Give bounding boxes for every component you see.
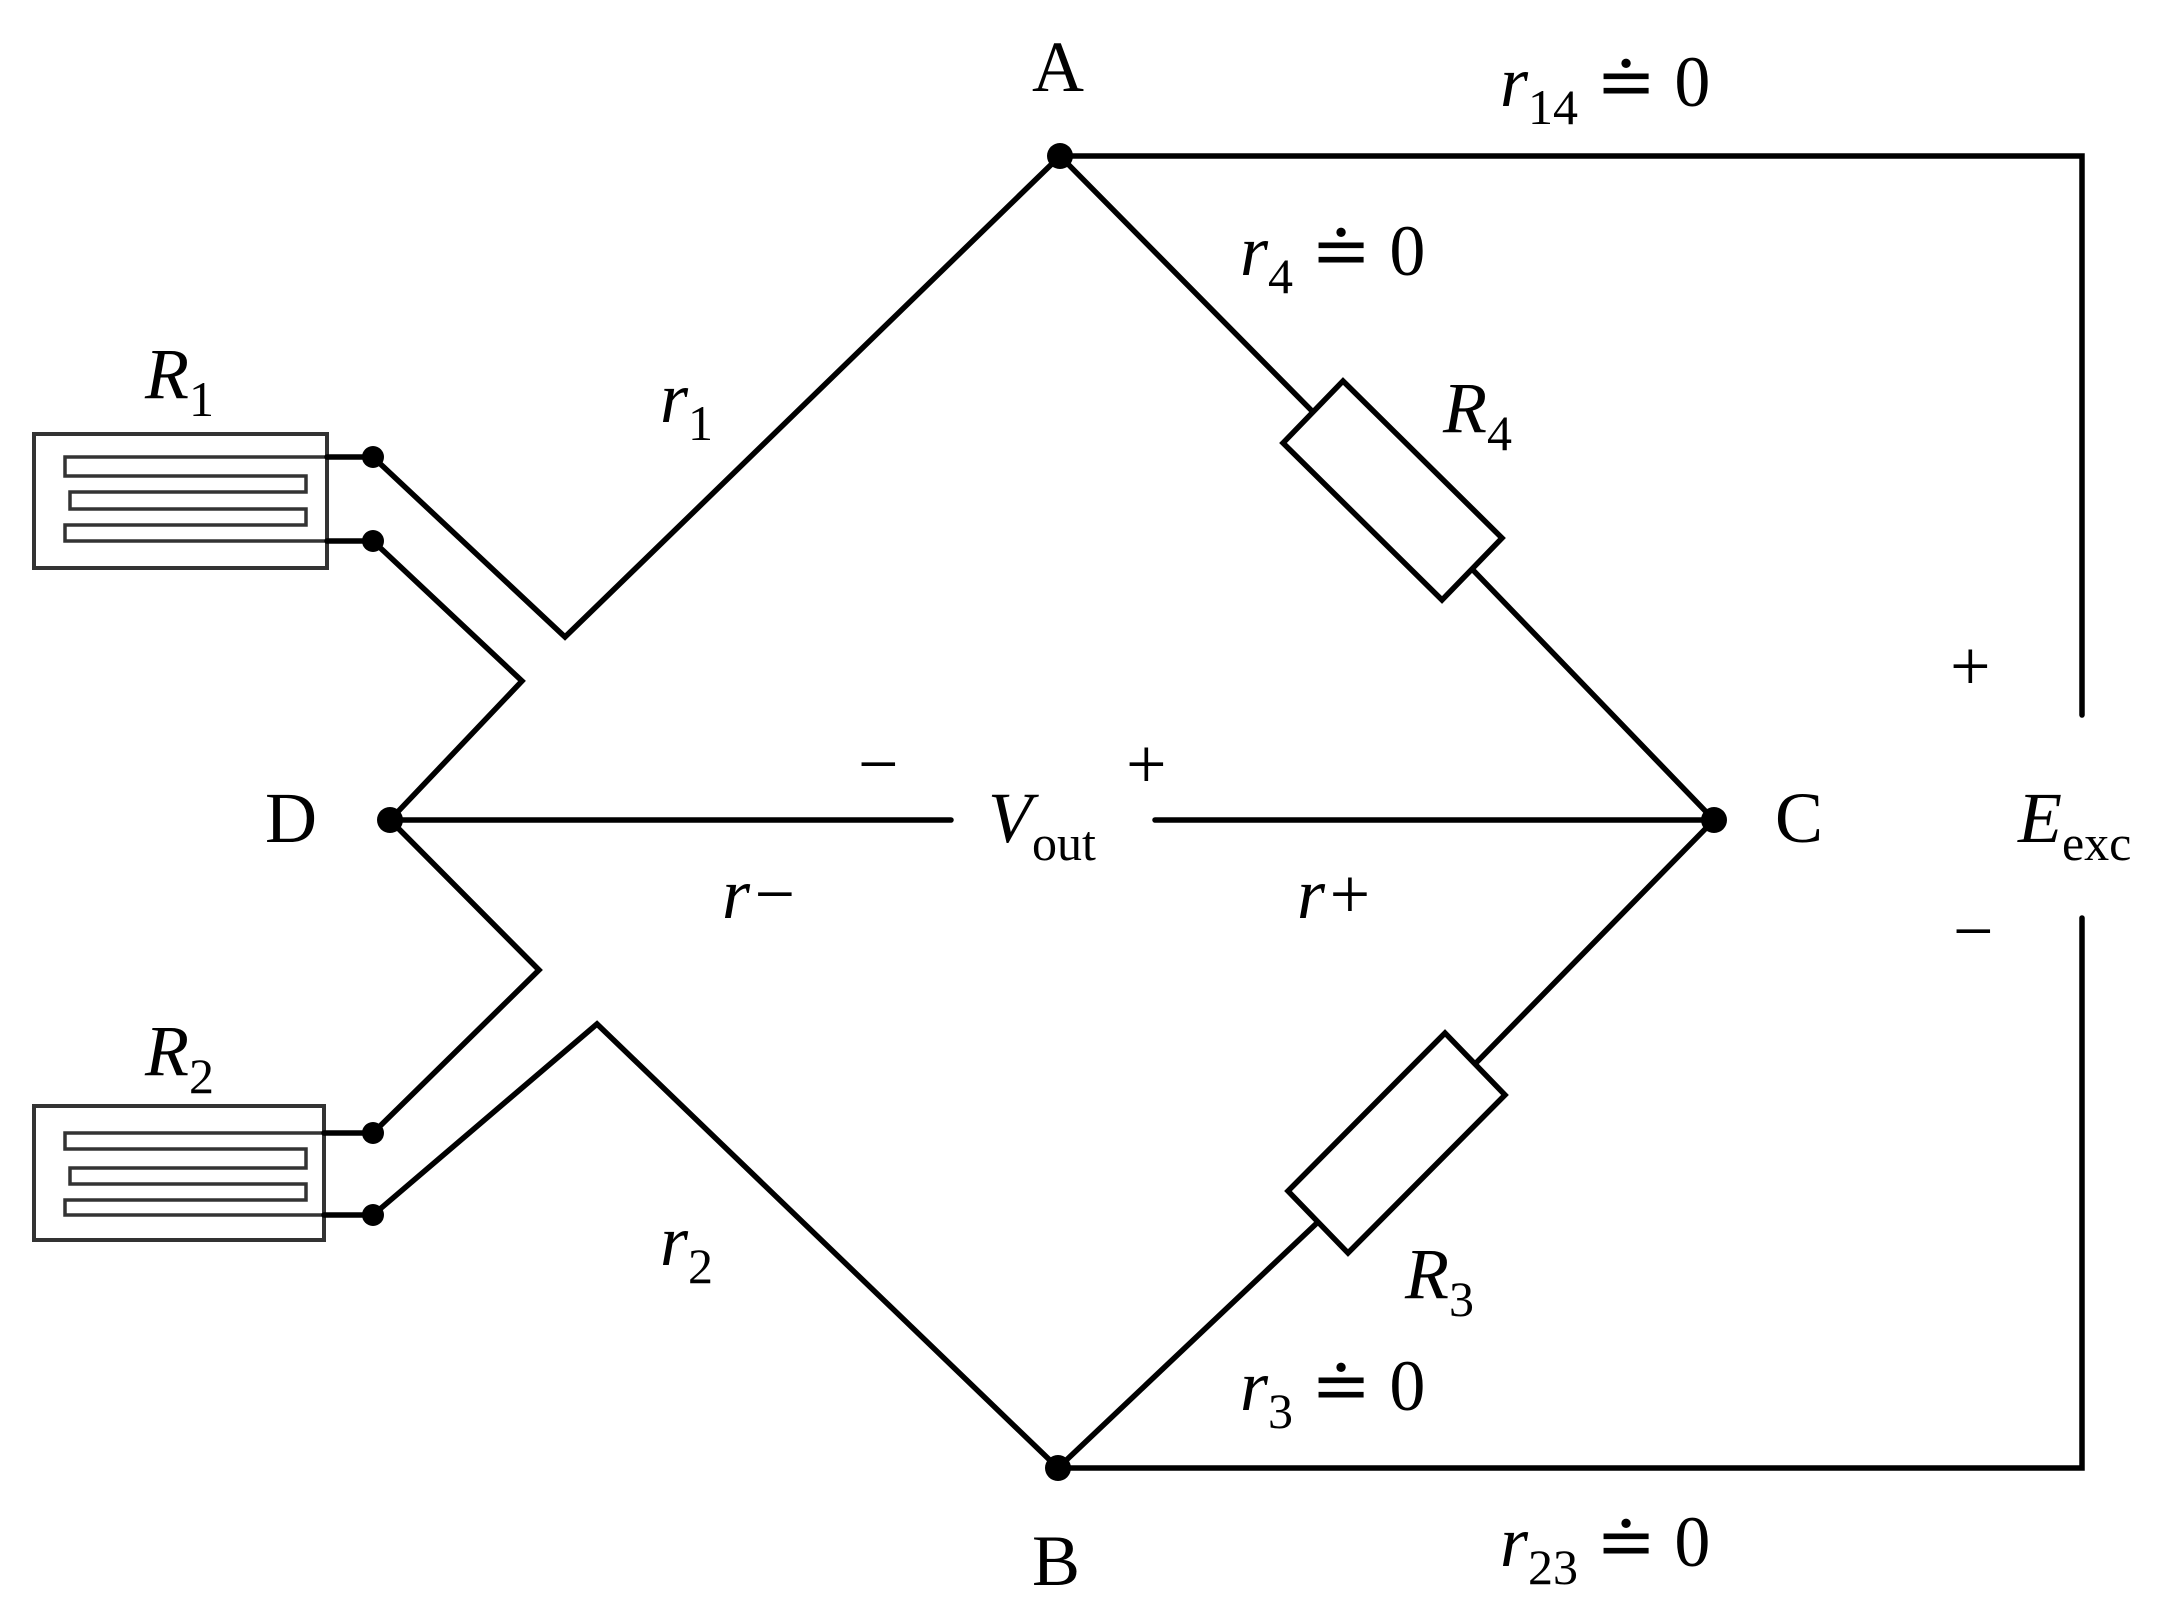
resistor-r4 — [1279, 377, 1506, 604]
label-r1-lead: r1 — [660, 358, 713, 451]
label-resistor-r1: R1 — [144, 334, 214, 427]
strain-gauge-r2-grid — [63, 1131, 324, 1217]
label-eexc-base: E — [2017, 778, 2062, 858]
label-vout-sub: out — [1032, 815, 1096, 871]
excitation-plus-sign: + — [1950, 626, 1991, 706]
wire-excitation-bottom — [1055, 915, 2085, 1471]
wire-excitation-top — [1057, 153, 2085, 718]
label-r23-base: r — [1500, 1502, 1529, 1582]
node-dot-c — [1701, 807, 1727, 833]
wire-r3-to-b — [1055, 1219, 1321, 1471]
wire-r2-return — [370, 817, 543, 1136]
gauge-r2-terminal-1 — [362, 1122, 384, 1144]
label-resistor-r4: R4 — [1442, 368, 1512, 461]
label-resistor-r1-sub: 1 — [189, 371, 214, 427]
wire-a-to-r4 — [1057, 153, 1316, 415]
label-r23-sub: 23 — [1528, 1539, 1578, 1595]
wire-r1-lead — [370, 153, 1063, 641]
label-resistor-r2-base: R — [144, 1011, 189, 1091]
label-resistor-r3-base: R — [1404, 1234, 1449, 1314]
label-r4-lead-base: r — [1240, 211, 1269, 291]
label-r2-lead-base: r — [660, 1201, 689, 1281]
gauge-r2-terminal-2 — [362, 1204, 384, 1226]
node-label-a: A — [1032, 27, 1084, 107]
label-r14-base: r — [1500, 42, 1529, 122]
vout-minus-sign: − — [858, 724, 899, 804]
label-eexc-sub: exc — [2062, 815, 2131, 871]
strain-gauge-r2-frame — [32, 1104, 326, 1242]
strain-gauge-r1-grid — [63, 455, 327, 543]
label-r1-lead-sub: 1 — [688, 395, 713, 451]
wire-c-to-r3 — [1472, 817, 1717, 1067]
strain-gauge-r2 — [32, 1104, 376, 1242]
label-r23: r23 ≐ 0 — [1500, 1502, 1710, 1595]
label-resistor-r4-sub: 4 — [1487, 405, 1512, 461]
label-r3-lead-base: r — [1240, 1346, 1269, 1426]
junction-dots — [362, 143, 1727, 1481]
label-r3-lead: r3 ≐ 0 — [1240, 1346, 1425, 1439]
bridge-wires — [370, 153, 2085, 1471]
wire-r4-to-c — [1469, 566, 1717, 823]
label-r4-lead-sub: 4 — [1268, 248, 1293, 304]
node-label-d: D — [265, 778, 317, 858]
vout-plus-sign: + — [1126, 724, 1167, 804]
label-r14-rel: ≐ 0 — [1578, 42, 1710, 122]
label-r4-lead: r4 ≐ 0 — [1240, 211, 1425, 304]
node-dot-a — [1047, 143, 1073, 169]
label-r-plus: r+ — [1297, 854, 1374, 934]
label-resistor-r4-base: R — [1442, 368, 1487, 448]
label-resistor-r2: R2 — [144, 1011, 214, 1104]
excitation-minus-sign: − — [1953, 891, 1994, 971]
resistor-r3 — [1284, 1029, 1509, 1257]
node-label-b: B — [1032, 1521, 1080, 1601]
label-vout-base: V — [988, 778, 1039, 858]
gauge-r1-terminal-1 — [362, 446, 384, 468]
label-r3-lead-rel: ≐ 0 — [1293, 1346, 1425, 1426]
label-vout: Vout — [988, 778, 1096, 871]
label-resistor-r2-sub: 2 — [189, 1048, 214, 1104]
label-resistor-r3: R3 — [1404, 1234, 1474, 1327]
label-r14-sub: 14 — [1528, 79, 1578, 135]
label-r2-lead: r2 — [660, 1201, 713, 1294]
strain-gauge-r1 — [32, 432, 376, 570]
node-dot-b — [1045, 1455, 1071, 1481]
label-r-minus: r− — [722, 854, 799, 934]
wire-r1-return — [370, 538, 526, 823]
label-r3-lead-sub: 3 — [1268, 1383, 1293, 1439]
label-r23-rel: ≐ 0 — [1578, 1502, 1710, 1582]
gauge-r1-terminal-2 — [362, 530, 384, 552]
label-resistor-r3-sub: 3 — [1449, 1271, 1474, 1327]
node-label-c: C — [1775, 778, 1823, 858]
label-r4-lead-rel: ≐ 0 — [1293, 211, 1425, 291]
node-dot-d — [377, 807, 403, 833]
label-eexc: Eexc — [2017, 778, 2131, 871]
label-r1-lead-base: r — [660, 358, 689, 438]
wire-r2-lead — [370, 1020, 1061, 1471]
strain-gauge-r1-frame — [32, 432, 329, 570]
label-r2-lead-sub: 2 — [688, 1238, 713, 1294]
label-resistor-r1-base: R — [144, 334, 189, 414]
label-r14: r14 ≐ 0 — [1500, 42, 1710, 135]
